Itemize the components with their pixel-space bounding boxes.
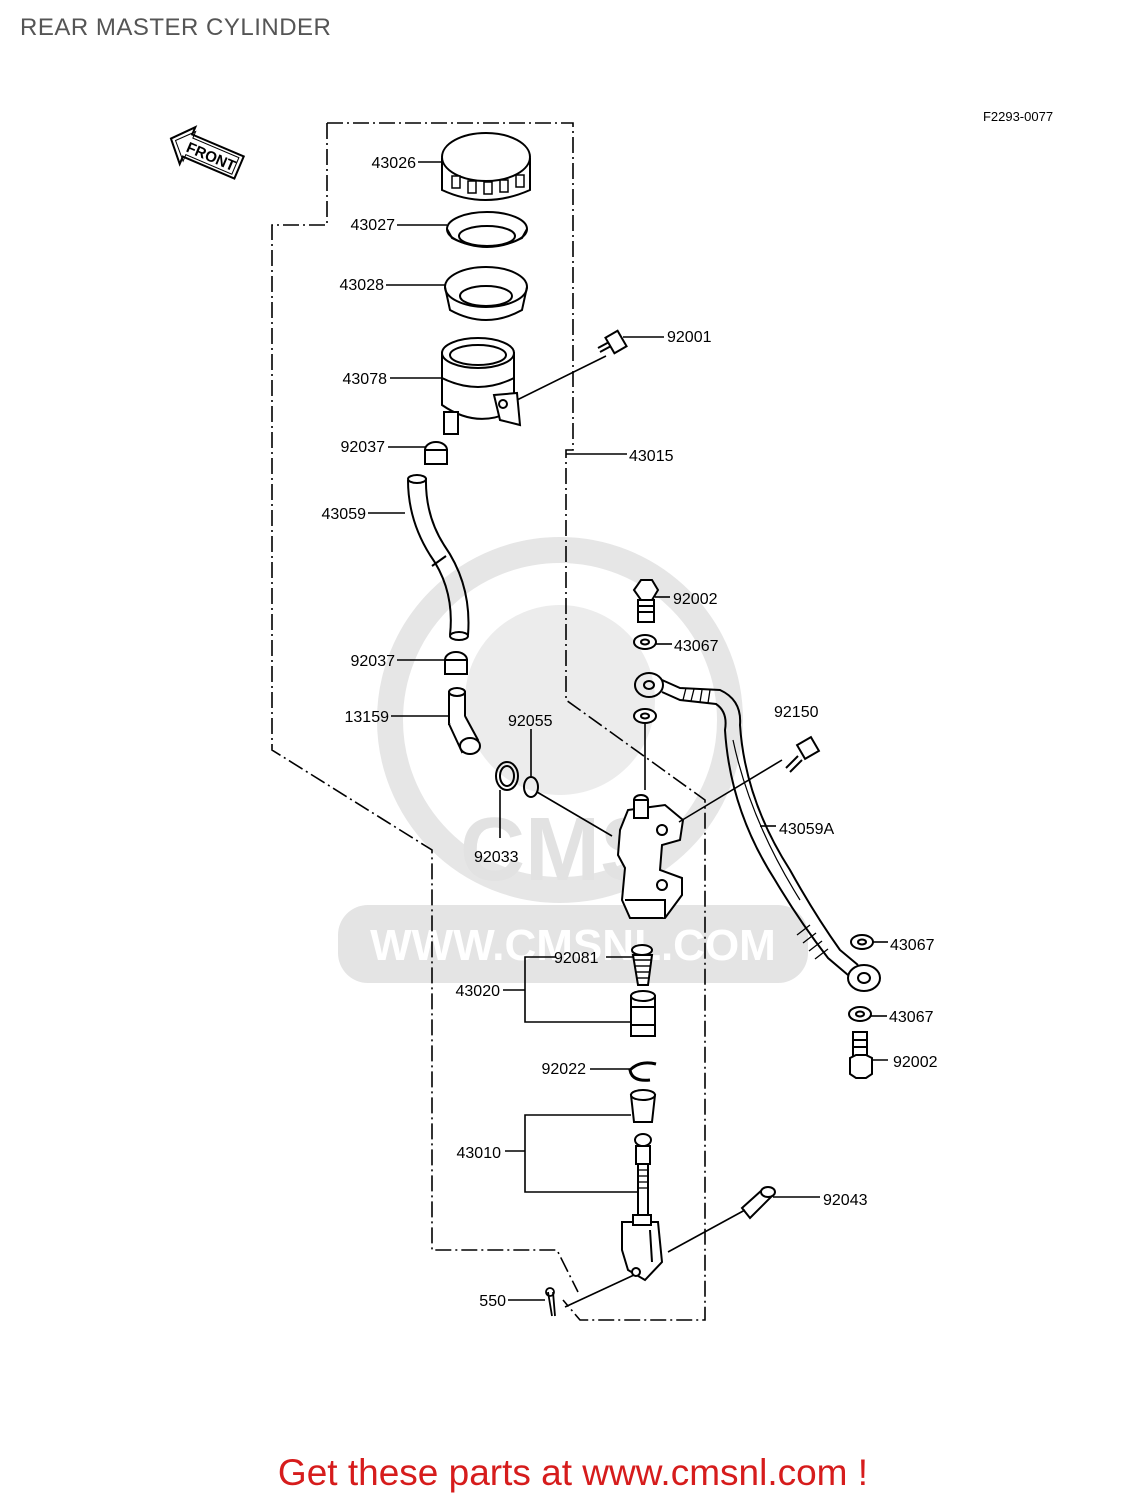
- label-43067-top: 43067: [674, 638, 719, 655]
- label-92150: 92150: [774, 704, 819, 721]
- label-92002-lower: 92002: [893, 1054, 938, 1071]
- label-92001: 92001: [667, 329, 712, 346]
- hose-clamp-lower-part: [444, 651, 468, 675]
- label-92033: 92033: [474, 849, 519, 866]
- label-92037-lower: 92037: [351, 653, 396, 670]
- assembly-outline: [271, 122, 706, 1321]
- reservoir-part: [441, 337, 522, 435]
- label-43028: 43028: [340, 277, 385, 294]
- part-number-labels: 43026 43027 43028 92001 43078 92037 4301…: [322, 155, 938, 1310]
- page-title: REAR MASTER CYLINDER: [20, 14, 332, 41]
- reservoir-hose-part: [407, 474, 470, 641]
- banjo-bolt-lower-part: [849, 1031, 873, 1079]
- diaphragm-part: [444, 266, 528, 321]
- label-92081: 92081: [554, 950, 599, 967]
- hose-guide-bolt-part: [785, 735, 821, 773]
- label-43015: 43015: [629, 448, 674, 465]
- label-43067-lower: 43067: [889, 1009, 934, 1026]
- label-550: 550: [479, 1293, 506, 1310]
- front-arrow: FRONT: [169, 125, 246, 180]
- footer-banner[interactable]: Get these parts at www.cmsnl.com !: [277, 1452, 869, 1493]
- push-rod-part: [621, 1089, 664, 1282]
- label-92022: 92022: [542, 1061, 587, 1078]
- label-13159: 13159: [345, 709, 390, 726]
- label-43059: 43059: [322, 506, 367, 523]
- label-92055: 92055: [508, 713, 553, 730]
- label-43010: 43010: [457, 1145, 502, 1162]
- label-43078: 43078: [343, 371, 388, 388]
- label-43027: 43027: [351, 217, 396, 234]
- piston-part: [630, 990, 656, 1037]
- label-43059a: 43059A: [779, 821, 834, 838]
- label-43067-right: 43067: [890, 937, 935, 954]
- banjo-bolt-top-part: [632, 579, 660, 623]
- snap-ring-part: [628, 1061, 657, 1082]
- clevis-pin-part: [740, 1186, 776, 1220]
- reservoir-cap-part: [441, 132, 531, 201]
- label-43026: 43026: [372, 155, 417, 172]
- bolt-92001-part: [597, 329, 628, 355]
- brake-hose-part: [634, 672, 881, 992]
- spring-part: [631, 944, 654, 986]
- watermark-text: WWW.CMSNL.COM: [370, 921, 776, 970]
- hose-clamp-top-part: [424, 441, 448, 465]
- diaphragm-plate-part: [446, 211, 528, 248]
- leader-lines: [368, 161, 888, 1308]
- cotter-pin-part: [545, 1287, 556, 1317]
- figure-code: F2293-0077: [983, 109, 1053, 124]
- master-cylinder-body-part: [616, 794, 685, 919]
- label-43020: 43020: [456, 983, 501, 1000]
- circlip-part: [495, 761, 519, 791]
- label-92037-top: 92037: [341, 439, 386, 456]
- label-92043: 92043: [823, 1192, 868, 1209]
- label-92002-top: 92002: [673, 591, 718, 608]
- sealing-washers-part: [633, 634, 874, 1022]
- elbow-fitting-part: [448, 687, 481, 755]
- watermark: CMS WWW.CMSNL.COM: [338, 537, 808, 983]
